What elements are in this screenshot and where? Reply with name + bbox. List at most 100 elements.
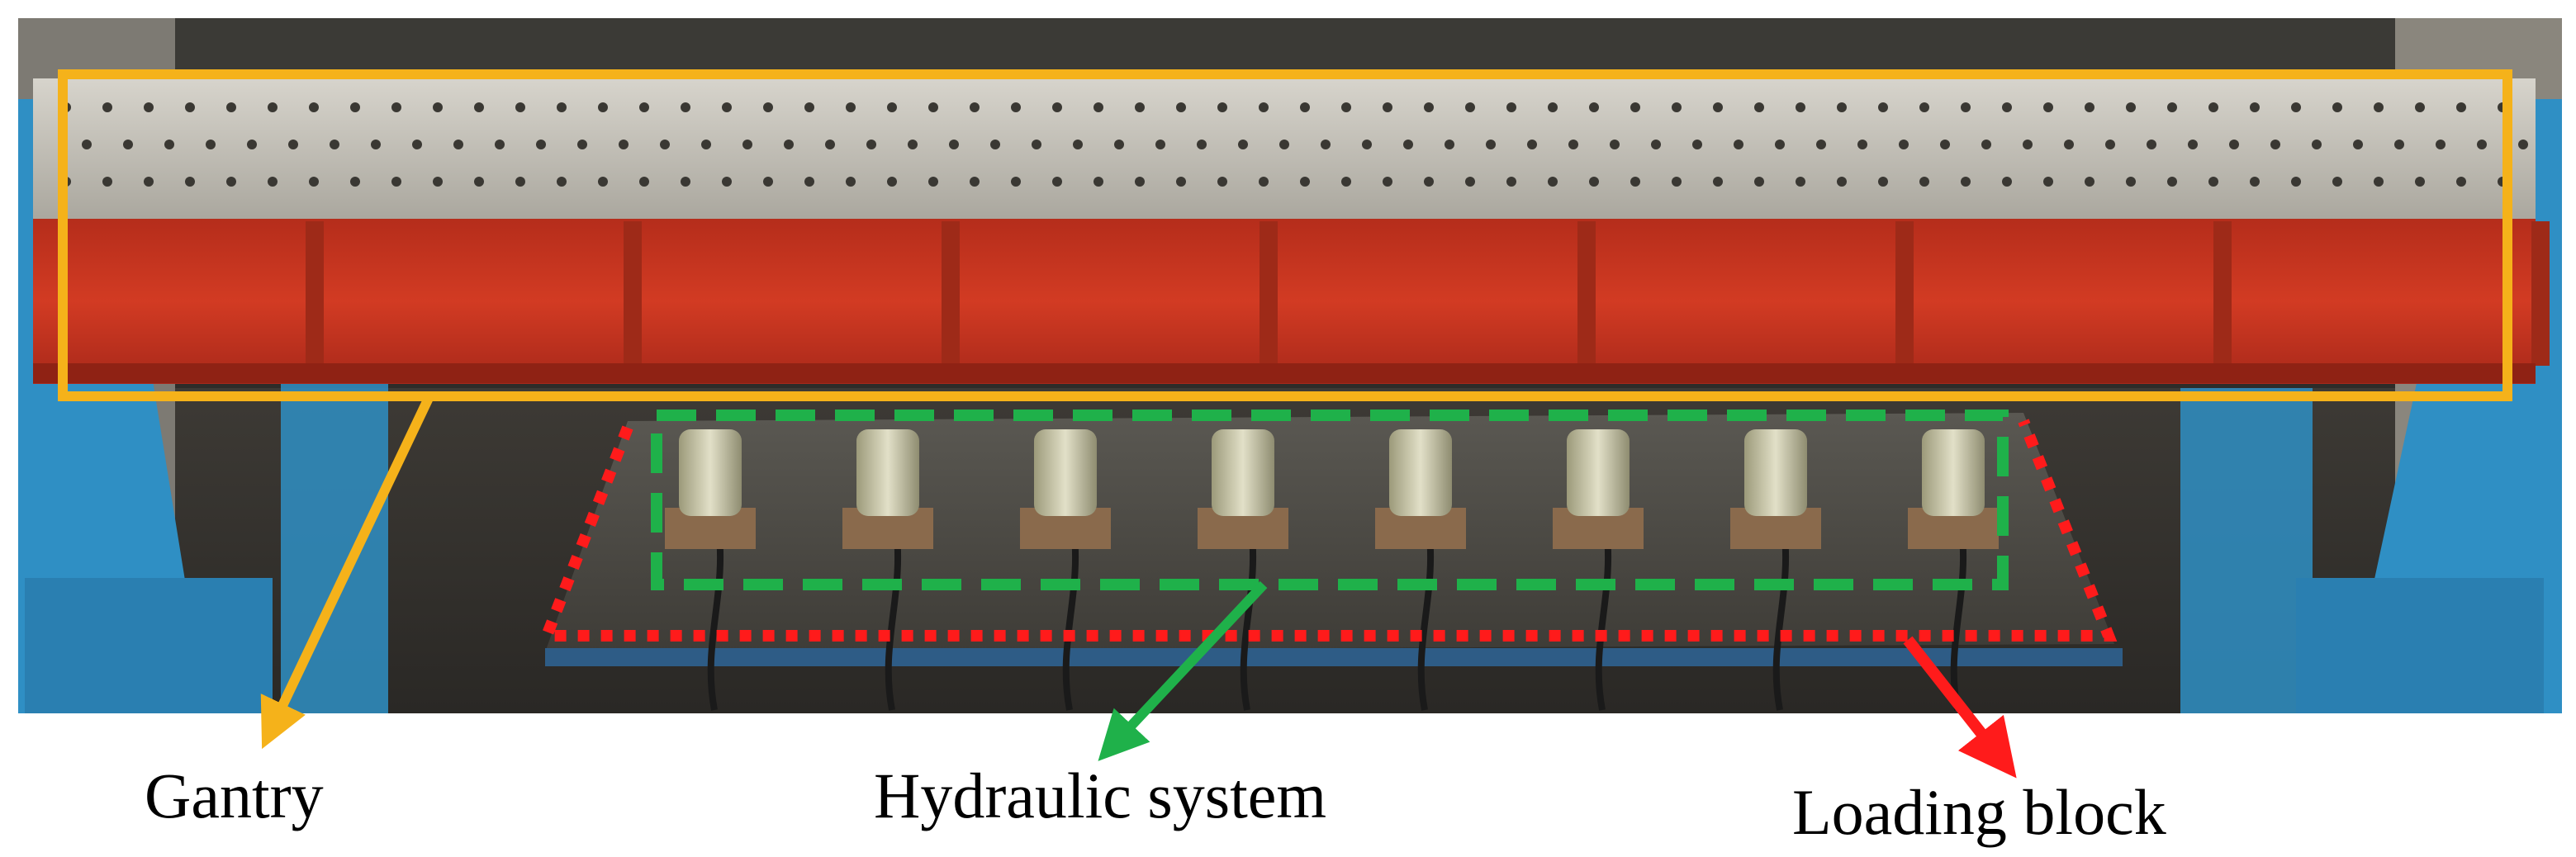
bolt-hole (2064, 140, 2074, 149)
bolt-hole (1713, 102, 1723, 112)
bolt-hole (1362, 140, 1372, 149)
bolt-hole (1857, 140, 1867, 149)
bolt-hole (1321, 140, 1331, 149)
bolt-hole (330, 140, 339, 149)
bolt-hole (1816, 140, 1826, 149)
loading-block-highlight-box (538, 419, 2118, 642)
bolt-hole (2188, 140, 2198, 149)
bolt-hole (82, 140, 92, 149)
bolt-hole (226, 102, 236, 112)
bolt-hole (2394, 140, 2404, 149)
bolt-hole (2250, 177, 2260, 187)
bolt-hole (846, 102, 856, 112)
bolt-hole (1259, 177, 1269, 187)
bolt-hole (1176, 102, 1186, 112)
bolt-hole (866, 140, 876, 149)
bolt-hole (515, 102, 525, 112)
bolt-hole (1114, 140, 1124, 149)
bolt-hole (2250, 102, 2260, 112)
bolt-hole (1651, 140, 1661, 149)
bolt-hole (1424, 177, 1434, 187)
bolt-hole (1878, 177, 1888, 187)
bolt-hole (1135, 102, 1145, 112)
bolt-hole (412, 140, 422, 149)
bolt-hole (1961, 102, 1971, 112)
hydraulic-jack (1908, 429, 1999, 711)
bolt-hole (557, 102, 567, 112)
bolt-hole (1527, 140, 1537, 149)
bolt-hole (2312, 140, 2322, 149)
bolt-hole (2105, 140, 2115, 149)
bolt-hole (722, 102, 732, 112)
bolt-hole (990, 140, 1000, 149)
bolt-hole (804, 102, 814, 112)
bolt-hole (1754, 102, 1764, 112)
bolt-hole (2436, 140, 2446, 149)
bolt-hole (495, 140, 505, 149)
bolt-hole (288, 140, 298, 149)
bolt-hole (391, 177, 401, 187)
bolt-hole (908, 140, 918, 149)
arrow-down-left-icon (260, 394, 434, 750)
bolt-hole (639, 102, 649, 112)
bolt-hole (2518, 140, 2528, 149)
bolt-hole (1692, 140, 1702, 149)
arrow-down-right-icon (1903, 636, 2017, 779)
beam-stiffener (306, 221, 324, 366)
bolt-hole (804, 177, 814, 187)
beam-stiffeners (306, 221, 2550, 366)
bolt-hole (1672, 177, 1682, 187)
bolt-hole (2085, 102, 2094, 112)
bolt-hole (474, 177, 484, 187)
hydraulic-jack (1730, 429, 1821, 711)
beam-stiffener (624, 221, 642, 366)
bolt-hole (1052, 177, 1062, 187)
bolt-hole (433, 102, 443, 112)
arrow-down-left-icon (1098, 580, 1268, 761)
bolt-hole (1259, 102, 1269, 112)
bolt-hole (206, 140, 216, 149)
bolt-hole (1796, 102, 1805, 112)
beam-stiffener (2213, 221, 2232, 366)
bolt-hole (1486, 140, 1496, 149)
bolt-hole (2002, 177, 2012, 187)
bolt-hole (102, 102, 112, 112)
beam-stiffener (942, 221, 960, 366)
bolt-hole (1878, 102, 1888, 112)
bolt-hole (577, 140, 587, 149)
bolt-hole (1011, 102, 1021, 112)
bolt-hole (1032, 140, 1041, 149)
bolt-hole (1630, 177, 1640, 187)
bolt-hole (2085, 177, 2094, 187)
loading-block-label: Loading block (1792, 776, 2166, 848)
bolt-hole (928, 102, 938, 112)
bolt-hole (247, 140, 257, 149)
bolt-hole (2415, 102, 2425, 112)
bolt-hole (887, 102, 897, 112)
bolt-hole (1073, 140, 1083, 149)
bolt-hole (619, 140, 629, 149)
bolt-hole (1238, 140, 1248, 149)
bolt-hole (1424, 102, 1434, 112)
bolt-hole (681, 177, 690, 187)
bolt-hole (2291, 177, 2301, 187)
bolt-hole (887, 177, 897, 187)
bolt-hole (1465, 102, 1475, 112)
bolt-hole (2332, 177, 2342, 187)
bolt-hole (1775, 140, 1785, 149)
beam-stiffener (1577, 221, 1596, 366)
gantry-label: Gantry (145, 760, 324, 831)
bolt-hole (453, 140, 463, 149)
bolt-hole (2043, 177, 2053, 187)
bolt-hole (164, 140, 174, 149)
bolt-hole (1713, 177, 1723, 187)
bolt-hole (2291, 102, 2301, 112)
bolt-hole (1919, 102, 1929, 112)
bolt-hole (350, 102, 360, 112)
bolt-hole (1445, 140, 1454, 149)
bolt-hole (2229, 140, 2239, 149)
bolt-hole (763, 177, 773, 187)
bolt-hole (2456, 102, 2466, 112)
bolt-hole (2374, 177, 2384, 187)
